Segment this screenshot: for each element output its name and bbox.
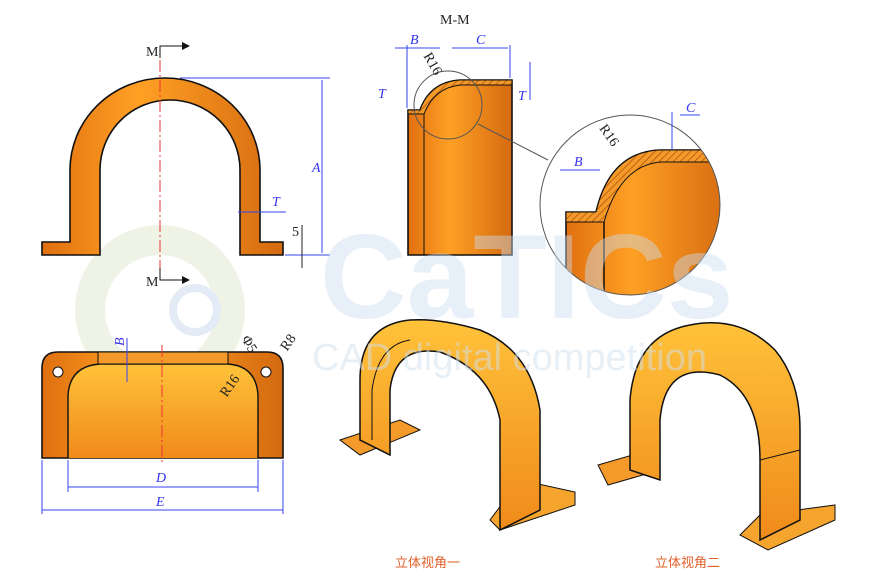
section-marker-top: M — [146, 45, 159, 60]
isometric-view-2 — [597, 322, 836, 551]
dim-5: 5 — [292, 225, 299, 240]
caption-view-2: 立体视角二 — [655, 556, 720, 571]
dim-D: D — [155, 471, 166, 486]
section-marker-bottom: M — [146, 275, 159, 290]
dim-E: E — [155, 495, 165, 510]
dim-A: A — [311, 161, 321, 176]
dim-T-section-left: T — [378, 87, 387, 102]
isometric-view-1 — [338, 318, 576, 532]
dim-R16-detail: R16 — [596, 122, 622, 150]
front-view: A T 5 M M — [41, 42, 330, 290]
dim-C-section: C — [476, 33, 486, 48]
watermark-logo: CaTICs — [320, 210, 733, 344]
dim-phi5: Φ5 — [238, 333, 260, 355]
dim-B-section: B — [410, 33, 419, 48]
section-title: M-M — [440, 13, 470, 28]
caption-view-1: 立体视角一 — [395, 556, 460, 571]
dim-R16-section: R16 — [420, 50, 445, 78]
watermark: CaTICs CAD digital competition — [312, 210, 733, 379]
dim-B-top: B — [113, 337, 128, 346]
dim-R8: R8 — [278, 332, 300, 354]
dim-B-detail: B — [574, 155, 583, 170]
dim-C-detail: C — [686, 101, 696, 116]
dim-T-section-right: T — [518, 89, 527, 104]
dim-T-front: T — [272, 195, 281, 210]
watermark-tagline: CAD digital competition — [312, 337, 707, 379]
section-view: M-M B C T T R16 — [378, 13, 549, 256]
top-view: D E B Φ5 R8 R16 — [41, 332, 300, 514]
detail-view: C B R16 — [539, 101, 721, 296]
